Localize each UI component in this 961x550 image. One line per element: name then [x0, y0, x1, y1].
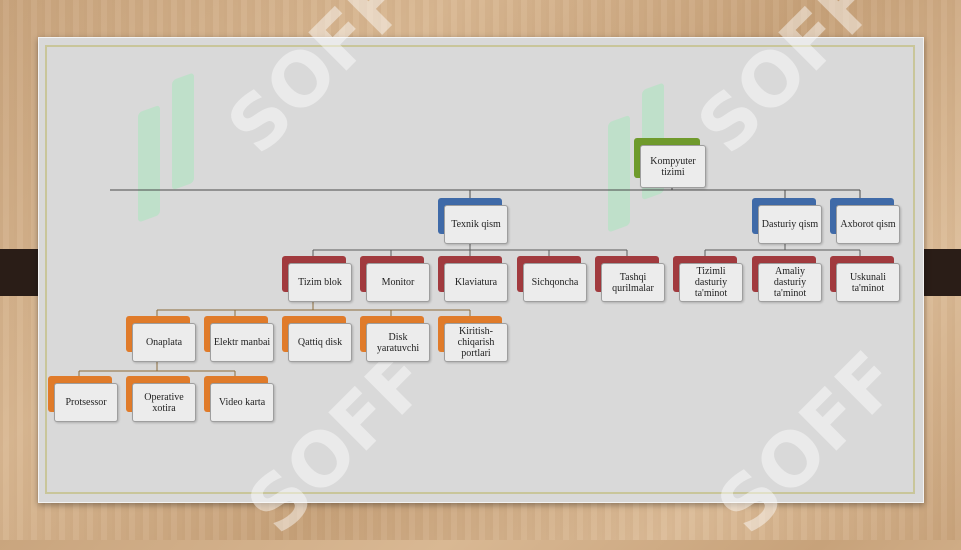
- node-label: Protsessor: [54, 383, 118, 422]
- node-label: Sichqoncha: [523, 263, 587, 302]
- node-label: Tizimli dasturiy ta'minot: [679, 263, 743, 302]
- node-dasturiy-qism[interactable]: Dasturiy qism: [752, 198, 822, 244]
- node-operative-xotira[interactable]: Operative xotira: [126, 376, 196, 422]
- node-axborot-qism[interactable]: Axborot qism: [830, 198, 900, 244]
- node-onaplata[interactable]: Onaplata: [126, 316, 196, 362]
- slide-inner-border: [45, 45, 915, 494]
- node-uskunali[interactable]: Uskunali ta'minot: [830, 256, 900, 302]
- node-label: Operative xotira: [132, 383, 196, 422]
- node-label: Onaplata: [132, 323, 196, 362]
- node-label: Klaviatura: [444, 263, 508, 302]
- node-label: Elektr manbai: [210, 323, 274, 362]
- node-label: Tizim blok: [288, 263, 352, 302]
- node-disk-yaratuvchi[interactable]: Disk yaratuvchi: [360, 316, 430, 362]
- node-tizim-blok[interactable]: Tizim blok: [282, 256, 352, 302]
- node-texnik-qism[interactable]: Texnik qism: [438, 198, 508, 244]
- node-label: Qattiq disk: [288, 323, 352, 362]
- node-label: Monitor: [366, 263, 430, 302]
- node-amaliy-dasturiy[interactable]: Amaliy dasturiy ta'minot: [752, 256, 822, 302]
- node-label: Disk yaratuvchi: [366, 323, 430, 362]
- node-label: Uskunali ta'minot: [836, 263, 900, 302]
- node-tashqi-qurilmalar[interactable]: Tashqi qurilmalar: [595, 256, 665, 302]
- node-monitor[interactable]: Monitor: [360, 256, 430, 302]
- node-label: Texnik qism: [444, 205, 508, 244]
- node-kompyuter-tizimi[interactable]: Kompyuter tizimi: [634, 138, 706, 188]
- node-protsessor[interactable]: Protsessor: [48, 376, 118, 422]
- node-label: Tashqi qurilmalar: [601, 263, 665, 302]
- node-elektr-manbai[interactable]: Elektr manbai: [204, 316, 274, 362]
- node-qattiq-disk[interactable]: Qattiq disk: [282, 316, 352, 362]
- node-label: Kompyuter tizimi: [640, 145, 706, 188]
- node-label: Kiritish-chiqarish portlari: [444, 323, 508, 362]
- node-klaviatura[interactable]: Klaviatura: [438, 256, 508, 302]
- node-sichqoncha[interactable]: Sichqoncha: [517, 256, 587, 302]
- node-tizimli-dasturiy[interactable]: Tizimli dasturiy ta'minot: [673, 256, 743, 302]
- node-label: Dasturiy qism: [758, 205, 822, 244]
- node-video-karta[interactable]: Video karta: [204, 376, 274, 422]
- node-label: Amaliy dasturiy ta'minot: [758, 263, 822, 302]
- node-kiritish-chiqarish[interactable]: Kiritish-chiqarish portlari: [438, 316, 508, 362]
- node-label: Axborot qism: [836, 205, 900, 244]
- node-label: Video karta: [210, 383, 274, 422]
